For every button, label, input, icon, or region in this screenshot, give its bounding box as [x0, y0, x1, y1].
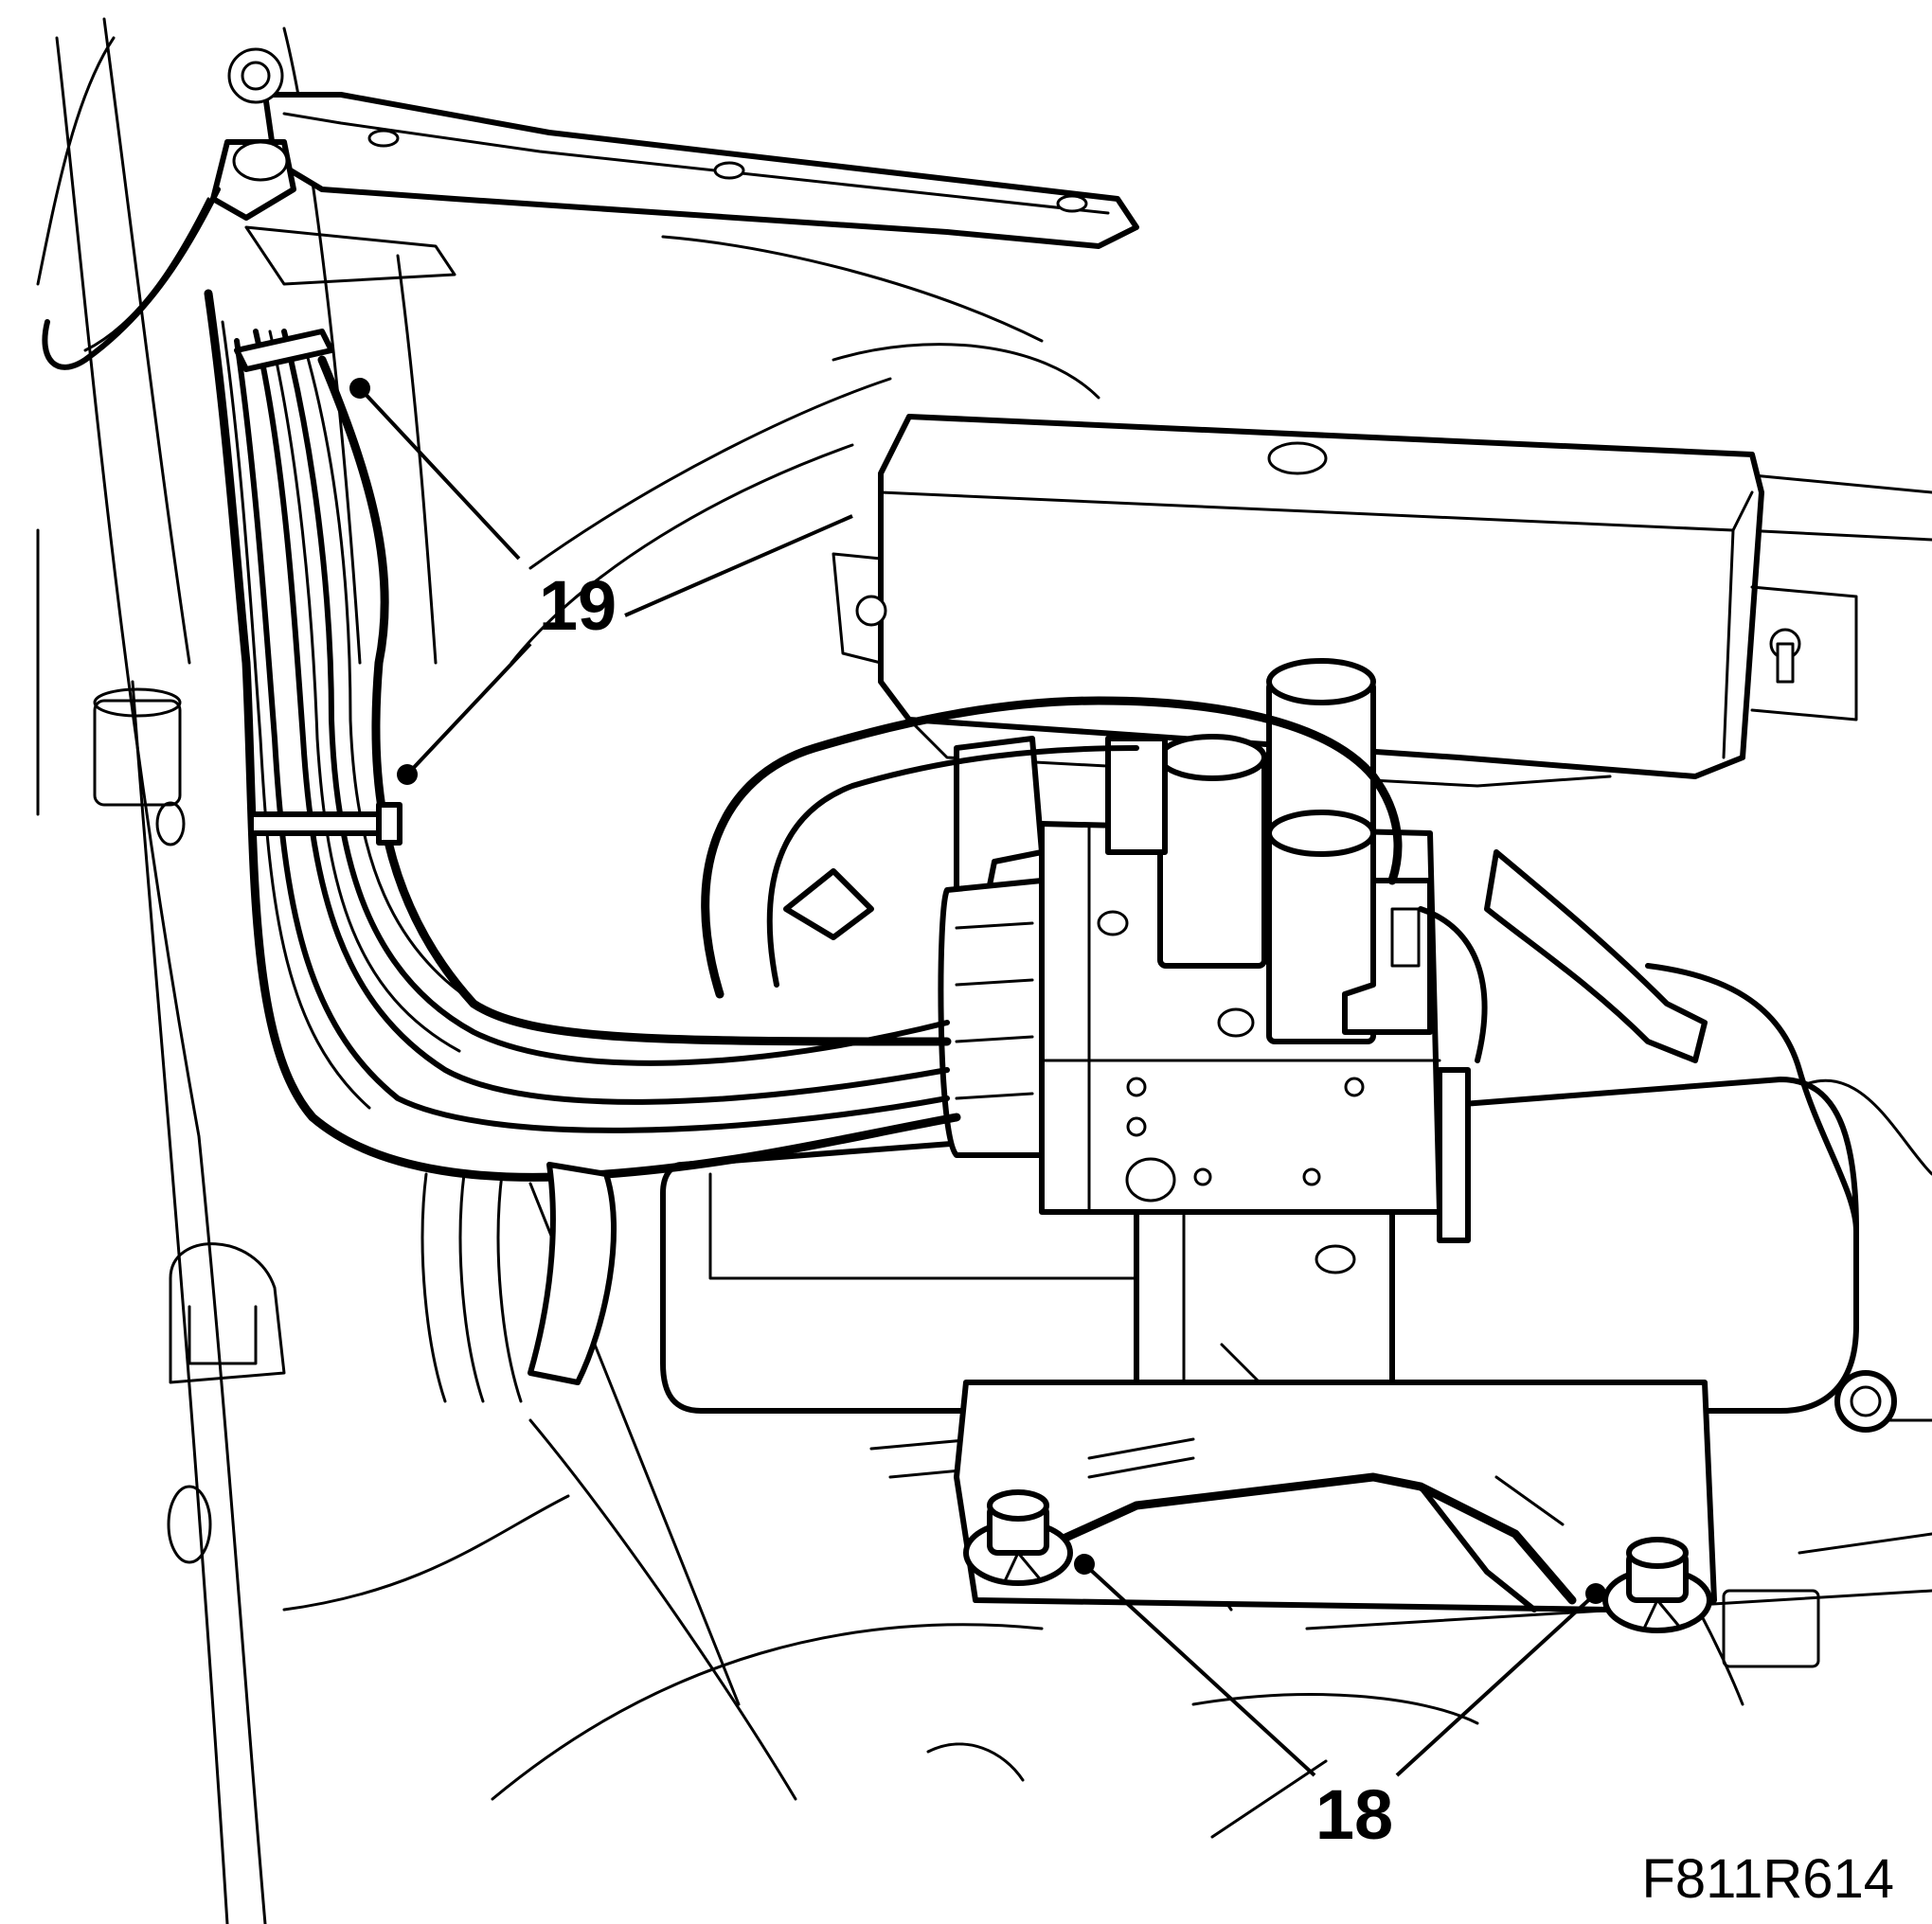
callout-19-label: 19 [539, 566, 617, 645]
callout-19-dot-upper [349, 378, 370, 399]
callout-18: 18 [1074, 1554, 1606, 1854]
wiring-harness [204, 289, 1859, 1612]
bolt-left [963, 1489, 1073, 1586]
callout-18-label: 18 [1315, 1775, 1393, 1854]
hydraulic-pump-motor [660, 1077, 1897, 1612]
callout-18-dot-left [1074, 1554, 1095, 1575]
upper-bracket [42, 47, 1139, 370]
callout-19-dot-lower [397, 764, 418, 785]
callout-19: 19 [349, 378, 853, 785]
bolt-right [1602, 1537, 1712, 1633]
valve-block [938, 658, 1471, 1243]
mounting-bolts [963, 1489, 1712, 1633]
figure-code: F811R614 [1641, 1848, 1894, 1910]
callout-18-dot-right [1585, 1583, 1606, 1604]
